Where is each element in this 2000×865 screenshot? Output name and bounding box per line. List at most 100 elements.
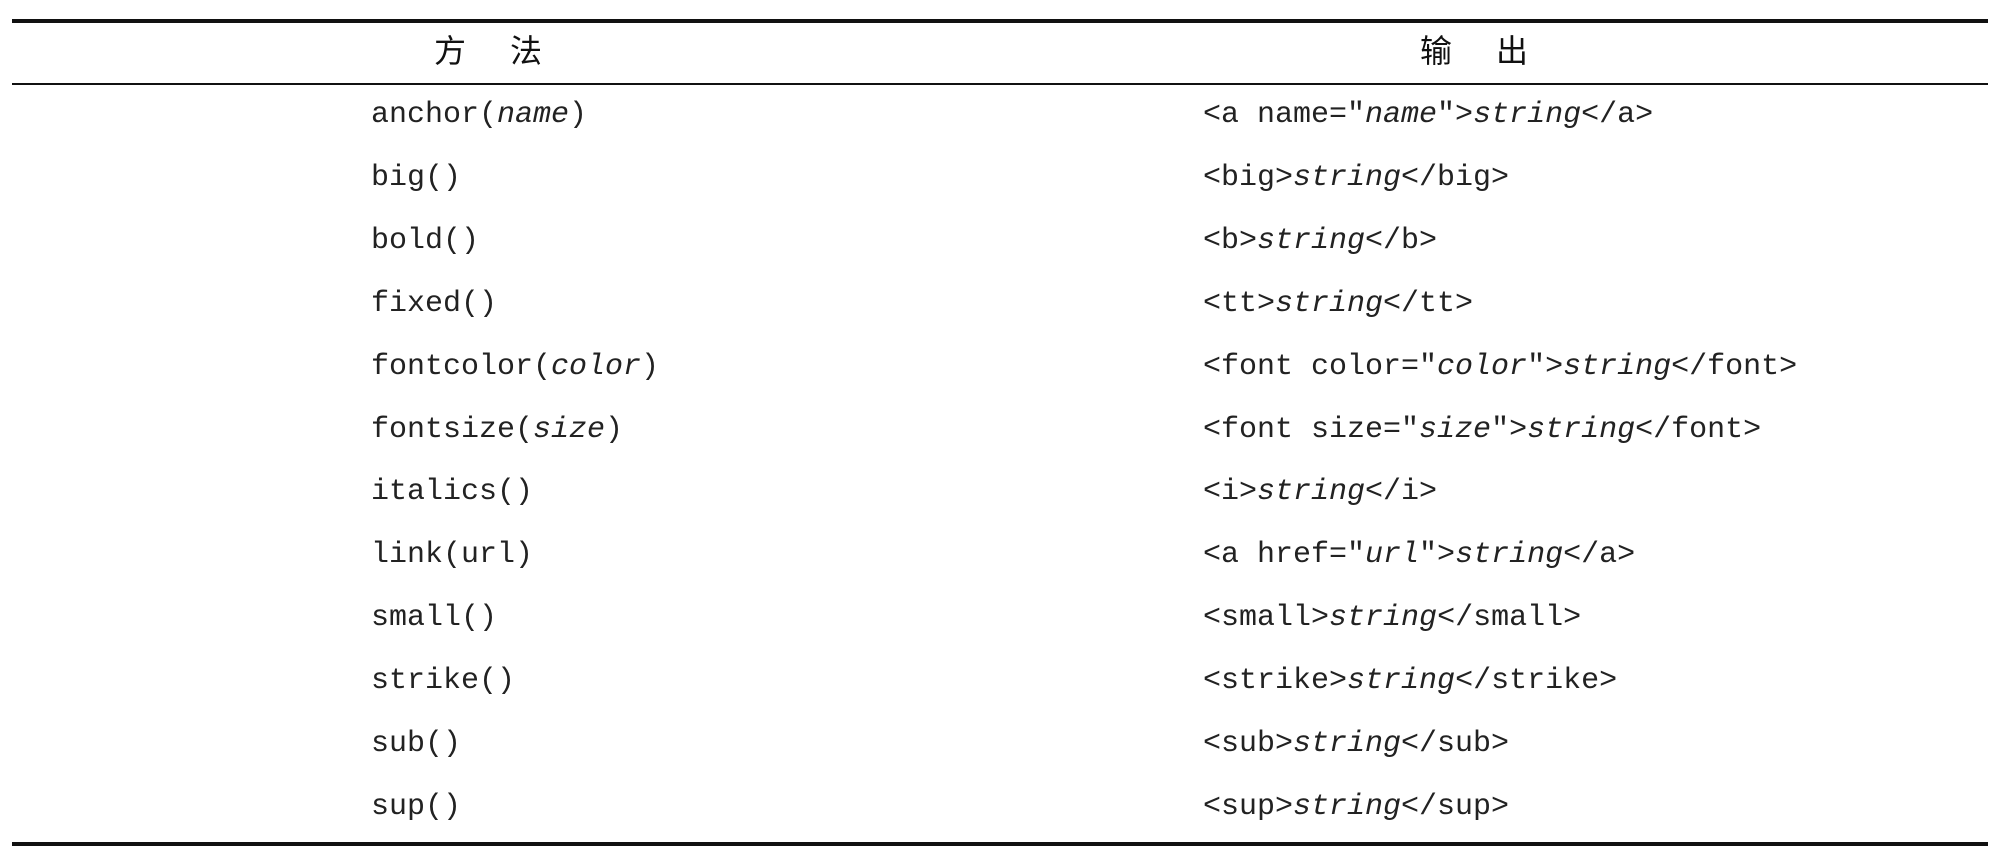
method-cell: strike() xyxy=(371,661,515,701)
table-row: sup() <sup>string</sup> xyxy=(12,777,1988,839)
italic-placeholder: string xyxy=(1527,413,1636,447)
italic-placeholder: url xyxy=(1365,538,1420,572)
table-top-rule xyxy=(12,19,1988,23)
code-text: </i> xyxy=(1365,475,1438,509)
italic-placeholder: string xyxy=(1275,287,1384,321)
code-text: "> xyxy=(1419,538,1456,572)
code-text: </a> xyxy=(1581,98,1654,132)
italic-placeholder: string xyxy=(1257,475,1366,509)
output-cell: <strike>string</strike> xyxy=(1203,661,1617,701)
code-text: <strike> xyxy=(1203,664,1348,698)
italic-placeholder: string xyxy=(1347,664,1456,698)
table-row: big() <big>string</big> xyxy=(12,148,1988,210)
code-text: "> xyxy=(1437,98,1474,132)
method-cell: bold() xyxy=(371,221,479,261)
output-cell: <font size="size">string</font> xyxy=(1203,410,1761,450)
output-cell: <a href="url">string</a> xyxy=(1203,535,1635,575)
code-text: "> xyxy=(1527,350,1564,384)
italic-placeholder: string xyxy=(1329,601,1438,635)
code-text: anchor( xyxy=(371,98,498,132)
code-text: small() xyxy=(371,601,498,635)
code-text: italics() xyxy=(371,475,534,509)
code-text: <font size=" xyxy=(1203,413,1420,447)
code-text: <b> xyxy=(1203,224,1258,258)
italic-placeholder: name xyxy=(1365,98,1438,132)
table-bottom-rule xyxy=(12,842,1988,846)
code-text: <a href=" xyxy=(1203,538,1366,572)
code-text: </strike> xyxy=(1455,664,1618,698)
column-header-output: 输出 xyxy=(1420,32,1573,70)
output-cell: <b>string</b> xyxy=(1203,221,1437,261)
italic-placeholder: string xyxy=(1257,224,1366,258)
table-row: sub() <sub>string</sub> xyxy=(12,714,1988,776)
italic-placeholder: string xyxy=(1293,727,1402,761)
table-row: fontsize(size)<font size="size">string</… xyxy=(12,400,1988,462)
table-row: link(url) <a href="url">string</a> xyxy=(12,525,1988,587)
method-cell: fontsize(size) xyxy=(371,410,623,450)
code-text: </big> xyxy=(1401,161,1510,195)
code-text: </small> xyxy=(1437,601,1582,635)
code-text: </font> xyxy=(1635,413,1762,447)
code-text: big() xyxy=(371,161,462,195)
output-cell: <font color="color">string</font> xyxy=(1203,347,1797,387)
output-cell: <tt>string</tt> xyxy=(1203,284,1473,324)
code-text: <a name=" xyxy=(1203,98,1366,132)
output-cell: <i>string</i> xyxy=(1203,472,1437,512)
italic-placeholder: string xyxy=(1455,538,1564,572)
output-cell: <big>string</big> xyxy=(1203,158,1509,198)
table-row: fixed() <tt>string</tt> xyxy=(12,274,1988,336)
italic-placeholder: color xyxy=(1437,350,1528,384)
table-row: fontcolor(color)<font color="color">stri… xyxy=(12,337,1988,399)
code-text: sup() xyxy=(371,790,462,824)
code-text: </sub> xyxy=(1401,727,1510,761)
code-text: ) xyxy=(641,350,660,384)
code-text: link(url) xyxy=(371,538,534,572)
code-text: </font> xyxy=(1671,350,1798,384)
code-text: bold() xyxy=(371,224,480,258)
code-text: </tt> xyxy=(1383,287,1474,321)
code-text: fixed() xyxy=(371,287,498,321)
code-text: "> xyxy=(1491,413,1528,447)
code-text: sub() xyxy=(371,727,462,761)
table-row: small() <small>string</small> xyxy=(12,588,1988,650)
table-row: bold() <b>string</b> xyxy=(12,211,1988,273)
code-text: <i> xyxy=(1203,475,1258,509)
table-row: anchor(name)<a name="name">string</a> xyxy=(12,85,1988,147)
code-text: <font color=" xyxy=(1203,350,1438,384)
code-text: <big> xyxy=(1203,161,1294,195)
code-text: <tt> xyxy=(1203,287,1276,321)
code-text: ) xyxy=(605,413,624,447)
code-text: ) xyxy=(569,98,588,132)
code-text: </sup> xyxy=(1401,790,1510,824)
italic-placeholder: name xyxy=(497,98,570,132)
table-row: italics() <i>string</i> xyxy=(12,462,1988,524)
code-text: <sup> xyxy=(1203,790,1294,824)
italic-placeholder: string xyxy=(1563,350,1672,384)
code-text: <small> xyxy=(1203,601,1330,635)
code-text: </a> xyxy=(1563,538,1636,572)
code-text: </b> xyxy=(1365,224,1438,258)
output-cell: <sub>string</sub> xyxy=(1203,724,1509,764)
method-cell: italics() xyxy=(371,472,533,512)
italic-placeholder: string xyxy=(1293,790,1402,824)
method-cell: big() xyxy=(371,158,461,198)
table-header-rule xyxy=(12,83,1988,85)
code-text: <sub> xyxy=(1203,727,1294,761)
italic-placeholder: size xyxy=(533,413,606,447)
table-row: strike() <strike>string</strike> xyxy=(12,651,1988,713)
method-cell: sup() xyxy=(371,787,461,827)
italic-placeholder: size xyxy=(1419,413,1492,447)
output-cell: <sup>string</sup> xyxy=(1203,787,1509,827)
method-cell: anchor(name) xyxy=(371,95,587,135)
code-text: fontcolor( xyxy=(371,350,552,384)
method-cell: small() xyxy=(371,598,497,638)
output-cell: <a name="name">string</a> xyxy=(1203,95,1653,135)
italic-placeholder: string xyxy=(1473,98,1582,132)
method-cell: link(url) xyxy=(371,535,533,575)
code-text: fontsize( xyxy=(371,413,534,447)
italic-placeholder: string xyxy=(1293,161,1402,195)
method-cell: sub() xyxy=(371,724,461,764)
output-cell: <small>string</small> xyxy=(1203,598,1581,638)
method-cell: fontcolor(color) xyxy=(371,347,659,387)
method-cell: fixed() xyxy=(371,284,497,324)
